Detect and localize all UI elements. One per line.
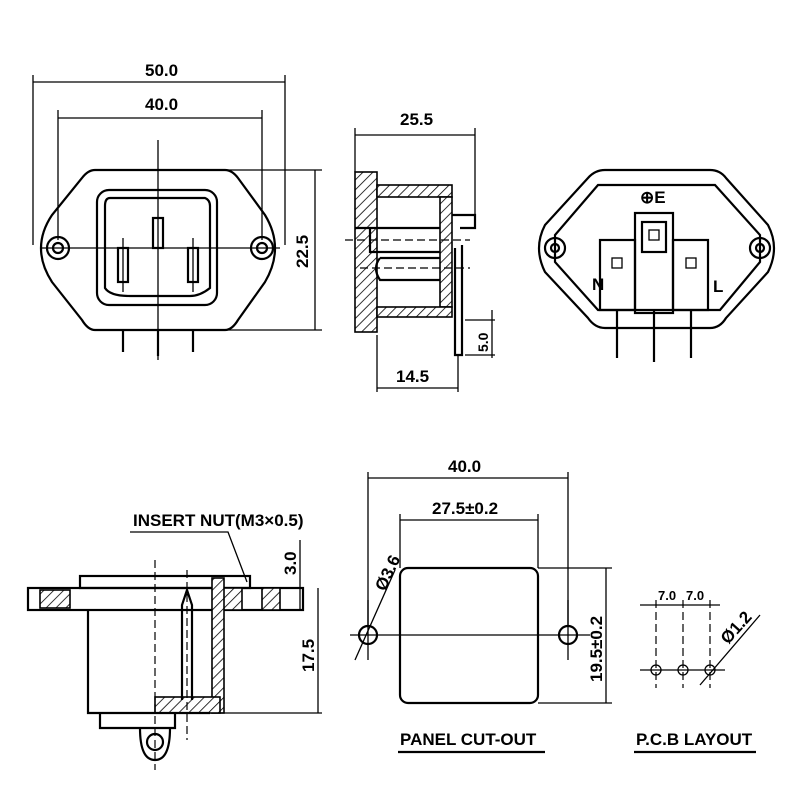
earth-label: ⊕E xyxy=(640,188,666,207)
dim-height: 22.5 xyxy=(293,235,312,268)
dim-cutout-width: 27.5±0.2 xyxy=(432,499,498,518)
dim-pitch-1: 7.0 xyxy=(658,588,676,603)
dim-depth: 25.5 xyxy=(400,110,433,129)
pcb-layout-title: P.C.B LAYOUT xyxy=(636,730,753,749)
dim-cutout-height: 19.5±0.2 xyxy=(587,616,606,682)
front-view: 50.0 40.0 22.5 xyxy=(32,61,322,360)
insert-nut-label: INSERT NUT(M3×0.5) xyxy=(133,511,304,530)
pcb-layout: 7.0 7.0 Ø1.2 P.C.B LAYOUT xyxy=(634,588,761,754)
neutral-label: N xyxy=(592,275,604,294)
side-view: 25.5 14.5 5.0 xyxy=(345,110,495,392)
section-view: INSERT NUT(M3×0.5) 3.0 17.5 xyxy=(26,511,322,770)
dim-flange: 3.0 xyxy=(281,551,300,575)
dim-pitch-2: 7.0 xyxy=(686,588,704,603)
dim-pin-length: 5.0 xyxy=(475,332,491,352)
dim-body-depth: 17.5 xyxy=(299,639,318,672)
rear-view: ⊕E N L xyxy=(537,168,776,362)
dim-pin-offset: 14.5 xyxy=(396,367,429,386)
panel-cutout-title: PANEL CUT-OUT xyxy=(400,730,537,749)
dim-overall-width: 50.0 xyxy=(145,61,178,80)
dim-hole-spacing: 40.0 xyxy=(145,95,178,114)
panel-cutout: 40.0 27.5±0.2 19.5±0.2 Ø3.6 PANEL CUT-OU… xyxy=(350,457,612,754)
live-label: L xyxy=(713,277,723,296)
dim-width-total: 40.0 xyxy=(448,457,481,476)
